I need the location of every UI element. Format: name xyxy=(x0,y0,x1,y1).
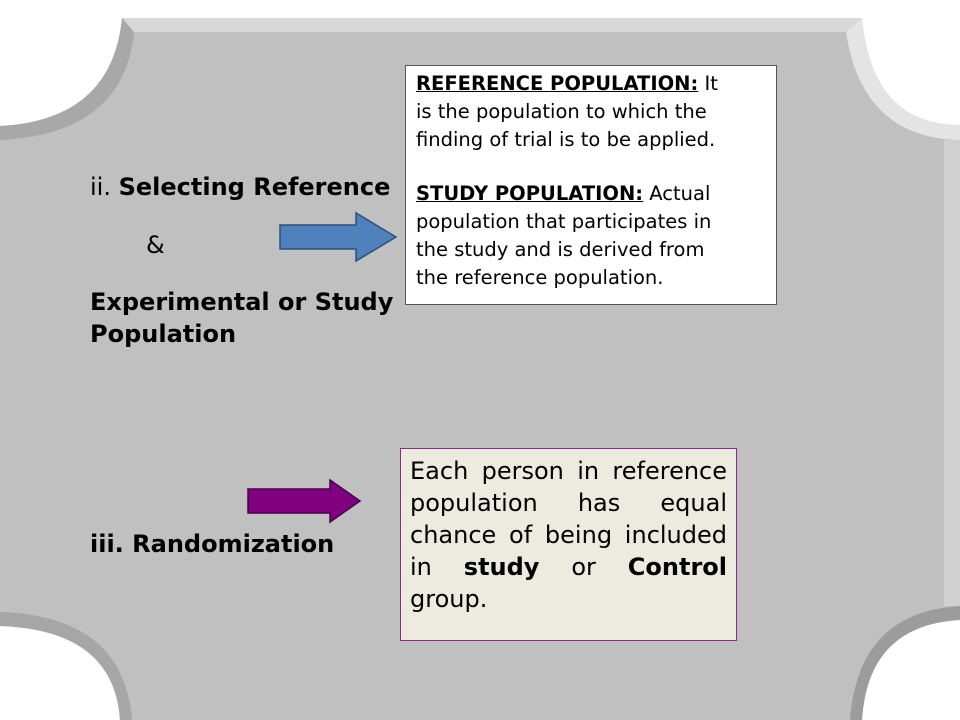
randomization-study-word: study xyxy=(463,553,540,581)
study-population-term: STUDY POPULATION: xyxy=(416,182,644,205)
corner-bevel-top-right xyxy=(846,18,960,140)
blue-arrow-right-icon xyxy=(279,211,398,263)
study-text-line1: Actual xyxy=(643,182,711,205)
experimental-label-line1: Experimental or Study xyxy=(90,288,394,316)
corner-bevel-bottom-right xyxy=(850,606,960,720)
slide-right-bevel xyxy=(944,140,960,606)
population-definition-box: REFERENCE POPULATION: It is the populati… xyxy=(405,65,777,305)
corner-bevel-top-left xyxy=(0,18,134,140)
reference-population-paragraph: REFERENCE POPULATION: It is the populati… xyxy=(416,70,766,154)
reference-population-term: REFERENCE POPULATION: xyxy=(416,72,699,95)
slide-top-bevel xyxy=(122,18,862,32)
study-text-line2: population that participates in xyxy=(416,210,712,233)
randomization-text-part3: group. xyxy=(410,585,488,613)
randomization-text-part1: Each person in reference population has … xyxy=(410,457,727,581)
reference-text-line3: finding of trial is to be applied. xyxy=(416,128,716,151)
selecting-reference-label: ii. Selecting Reference xyxy=(90,171,390,203)
randomization-control-word: Control xyxy=(627,553,728,581)
randomization-label: iii. Randomization xyxy=(90,530,335,558)
randomization-text-part2: or xyxy=(539,553,628,581)
study-text-line4: the reference population. xyxy=(416,266,664,289)
reference-text-line2: is the population to which the xyxy=(416,100,707,123)
corner-bevel-bottom-left xyxy=(0,612,132,720)
randomization-definition-box: Each person in reference population has … xyxy=(400,448,737,641)
ampersand-label: & xyxy=(146,231,165,259)
study-text-line3: the study and is derived from xyxy=(416,238,705,261)
reference-text-line1: It xyxy=(698,72,718,95)
selecting-bold-text: Selecting Reference xyxy=(118,173,391,201)
study-population-paragraph: STUDY POPULATION: Actual population that… xyxy=(416,180,766,292)
selecting-prefix: ii. xyxy=(90,173,119,201)
purple-arrow-right-icon xyxy=(247,478,362,524)
experimental-label-line2: Population xyxy=(90,320,237,348)
